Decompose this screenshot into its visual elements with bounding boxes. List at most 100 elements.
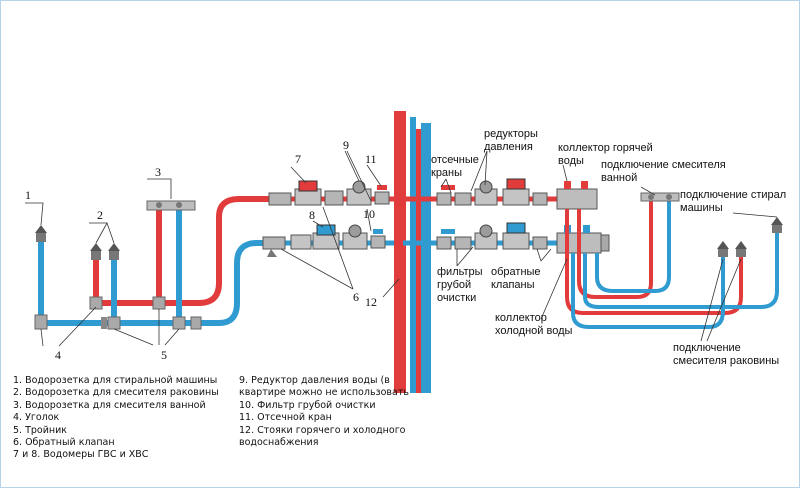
label-n3: 3 bbox=[155, 165, 161, 179]
hot-manifold-line1: коллектор горячей bbox=[558, 142, 653, 154]
label-n11: 11 bbox=[365, 152, 377, 166]
cold-check-valve bbox=[262, 236, 286, 250]
cold-reducer-gauge-icon bbox=[348, 224, 362, 238]
cold-manifold-end bbox=[600, 234, 610, 252]
risers bbox=[394, 111, 431, 393]
tee-fitting bbox=[101, 317, 107, 329]
check-valves-line2: клапаны bbox=[491, 279, 535, 291]
tee-fitting bbox=[172, 316, 186, 330]
cold-pipe-sink bbox=[571, 253, 725, 329]
legend-item: 4. Уголок bbox=[13, 412, 60, 424]
label-n7: 7 bbox=[295, 152, 301, 166]
sink-outlet-cold-icon bbox=[108, 243, 120, 260]
cold-valve-handle-right-icon bbox=[441, 229, 455, 234]
label-n8: 8 bbox=[309, 208, 315, 222]
cold-pipe-washer bbox=[583, 233, 779, 309]
text-labels: редукторы давления отсечные краны коллек… bbox=[431, 128, 786, 367]
shutoff-valves-line1: отсечные bbox=[431, 154, 479, 166]
check-valves-line1: обратные bbox=[491, 266, 541, 278]
hot-shutoff-valve-right bbox=[436, 192, 452, 206]
pressure-reducers-line2: давления bbox=[484, 141, 533, 153]
pressure-reducers-line1: редукторы bbox=[484, 128, 538, 140]
hot-manifold-line2: воды bbox=[558, 155, 584, 167]
hot-pipe-left bbox=[93, 196, 283, 306]
hot-reducer-gauge-icon bbox=[352, 180, 366, 194]
legend-left: 1. Водорозетка для стиральной машины 2. … bbox=[13, 375, 219, 462]
hot-riser-inner bbox=[416, 129, 421, 393]
legend-item: 1. Водорозетка для стиральной машины bbox=[13, 375, 218, 386]
hot-water-meter-dial bbox=[298, 180, 318, 192]
shutoff-valves-line2: краны bbox=[431, 167, 462, 179]
cold-riser-outer bbox=[421, 123, 431, 393]
corner-fitting bbox=[34, 314, 48, 330]
legend-item: 12. Стояки горячего и холодного bbox=[239, 424, 406, 436]
label-n6: 6 bbox=[353, 290, 359, 304]
legend-item: 9. Редуктор давления воды (в bbox=[239, 375, 390, 386]
hot-valve-handle-right-icon bbox=[441, 185, 455, 190]
cold-pipe-bath bbox=[595, 201, 671, 293]
cold-reducer-right-gauge-icon bbox=[479, 224, 493, 238]
cold-water-meter-dial bbox=[316, 224, 336, 236]
cold-manifold-line2: холодной воды bbox=[495, 325, 572, 337]
hot-reducer-right-gauge-icon bbox=[479, 180, 493, 194]
label-n1: 1 bbox=[25, 188, 31, 202]
filters-line2: грубой bbox=[437, 279, 471, 291]
hot-pipe-sink bbox=[565, 209, 743, 315]
cold-shutoff-valve-right bbox=[436, 236, 452, 250]
hot-manifold-handle-icon bbox=[564, 181, 571, 189]
left-pipe-network bbox=[34, 196, 403, 330]
bath-mixer-line2: ванной bbox=[601, 172, 637, 184]
legend-item: 10. Фильтр грубой очистки bbox=[239, 399, 376, 411]
corner-fitting bbox=[89, 296, 103, 310]
hot-meter-right-body bbox=[502, 188, 530, 206]
sink-mixer-line1: подключение bbox=[673, 342, 741, 354]
hot-check-valve bbox=[268, 192, 292, 206]
cold-pipe-left bbox=[38, 240, 283, 326]
legend-item: водоснабжения bbox=[239, 437, 319, 449]
label-n12: 12 bbox=[365, 295, 377, 309]
cold-drain-icon bbox=[267, 249, 277, 257]
legend-item: 6. Обратный клапан bbox=[13, 437, 115, 449]
leader-lines bbox=[25, 150, 778, 347]
washer-outlet-icon bbox=[35, 225, 47, 242]
hot-filter bbox=[324, 190, 344, 206]
bath-mixer-line1: подключение смесителя bbox=[601, 159, 726, 171]
filters-line1: фильтры bbox=[437, 266, 483, 278]
sink-outlet-hot-right-icon bbox=[735, 241, 747, 257]
legend-item: 11. Отсечной кран bbox=[239, 412, 332, 424]
tee-fitting bbox=[152, 296, 166, 310]
cold-valve-handle-icon bbox=[373, 229, 383, 234]
right-valve-assembly bbox=[431, 178, 783, 329]
legend-item: 7 и 8. Водомеры ГВС и ХВС bbox=[13, 449, 149, 461]
legend-item: 3. Водорозетка для смесителя ванной bbox=[13, 399, 206, 411]
cold-filter-right bbox=[454, 236, 472, 250]
bath-outlet-bracket-icon bbox=[146, 200, 196, 211]
left-valve-assembly bbox=[262, 180, 390, 257]
sink-outlet-hot-icon bbox=[90, 243, 102, 260]
hot-filter-right bbox=[454, 192, 472, 206]
cold-manifold-line1: коллектор bbox=[495, 312, 547, 324]
hot-meter-right-dial bbox=[506, 178, 526, 190]
label-n4: 4 bbox=[55, 348, 61, 362]
hot-riser-outer bbox=[394, 111, 406, 393]
sink-mixer-line2: смесителя раковины bbox=[673, 355, 779, 367]
cold-meter-right-dial bbox=[506, 222, 526, 234]
cold-check-valve-right bbox=[532, 236, 548, 250]
cold-riser-inner bbox=[410, 117, 416, 393]
bath-mixer-bracket-icon bbox=[640, 192, 680, 202]
hot-pipe-bath bbox=[577, 201, 653, 299]
legend-item: квартире можно не использовать bbox=[239, 387, 409, 399]
cold-shutoff-valve bbox=[370, 235, 386, 249]
hot-manifold bbox=[556, 188, 598, 210]
tee-fitting bbox=[107, 316, 121, 330]
cold-pipe-fitting bbox=[290, 234, 312, 250]
legend-right: 9. Редуктор давления воды (в квартире мо… bbox=[239, 375, 411, 449]
legend-item: 5. Тройник bbox=[13, 424, 68, 436]
hot-shutoff-valve bbox=[374, 191, 390, 205]
washer-line2: машины bbox=[680, 202, 723, 214]
label-n10: 10 bbox=[363, 207, 375, 221]
legend-item: 2. Водорозетка для смесителя раковины bbox=[13, 387, 219, 399]
number-labels: 1 2 3 4 5 6 7 8 9 10 11 12 bbox=[25, 138, 377, 362]
